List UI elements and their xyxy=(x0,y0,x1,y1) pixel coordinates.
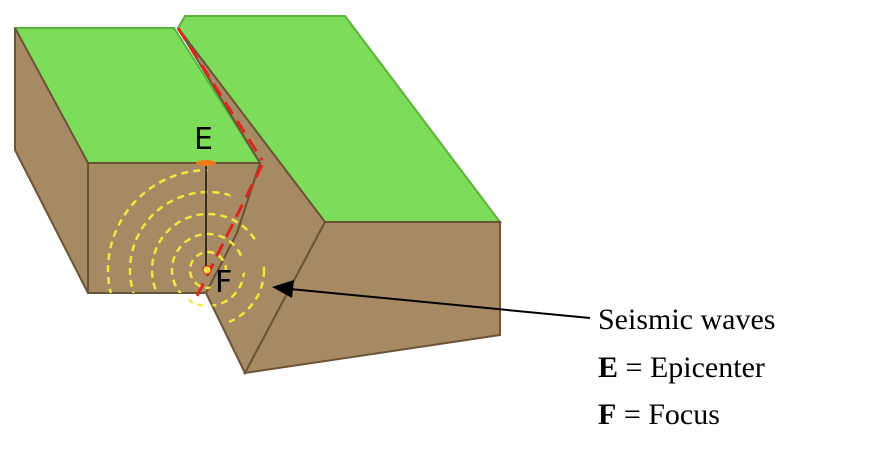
fault-line xyxy=(176,27,264,299)
fault-line-scarp xyxy=(194,164,264,299)
legend-epicenter: E = Epicenter xyxy=(598,353,765,383)
legend-focus-text: Focus xyxy=(648,398,720,431)
seismic-wave-ring-4 xyxy=(128,190,270,330)
arrow-left-icon xyxy=(272,280,591,319)
legend-epicenter-separator: = xyxy=(618,351,650,384)
legend-epicenter-key: E xyxy=(598,351,619,384)
legend-focus: F = Focus xyxy=(598,400,720,430)
focus-label: F xyxy=(215,265,232,300)
legend-seismic-waves: Seismic waves xyxy=(598,303,776,336)
legend-focus-key: F xyxy=(598,398,617,431)
epicenter-mark xyxy=(196,160,216,166)
arrow-shaft xyxy=(289,288,591,319)
seismic-wave-ring-1 xyxy=(188,250,228,290)
fault-line-top xyxy=(176,27,264,161)
epicenter-label: E xyxy=(194,122,213,157)
legend-epicenter-text: Epicenter xyxy=(649,351,765,384)
focus-mark xyxy=(202,265,212,275)
arrow-head xyxy=(272,280,294,298)
legend-focus-separator: = xyxy=(616,398,649,431)
